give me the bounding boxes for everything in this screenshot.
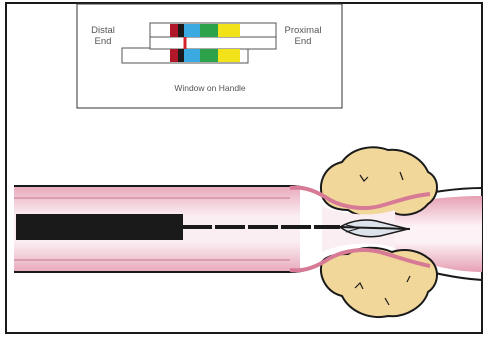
catheter-sheath [16, 214, 182, 240]
stripe-red [170, 24, 178, 37]
stripe-yellow-lower [218, 49, 240, 62]
color-stripes-upper [170, 24, 240, 37]
distal-end-label: Distal End [86, 25, 120, 47]
window-caption: Window on Handle [130, 83, 290, 94]
stripe-black [178, 24, 184, 37]
stripe-green [200, 24, 218, 37]
stripe-black-lower [178, 49, 184, 62]
proximal-end-label: Proximal End [276, 25, 330, 47]
stripe-cyan [184, 24, 200, 37]
stripe-green-lower [200, 49, 218, 62]
stripe-red-lower [170, 49, 178, 62]
stripe-cyan-lower [184, 49, 200, 62]
stripe-yellow [218, 24, 240, 37]
color-stripes-lower [170, 49, 240, 62]
handle-middle-band [150, 37, 276, 49]
